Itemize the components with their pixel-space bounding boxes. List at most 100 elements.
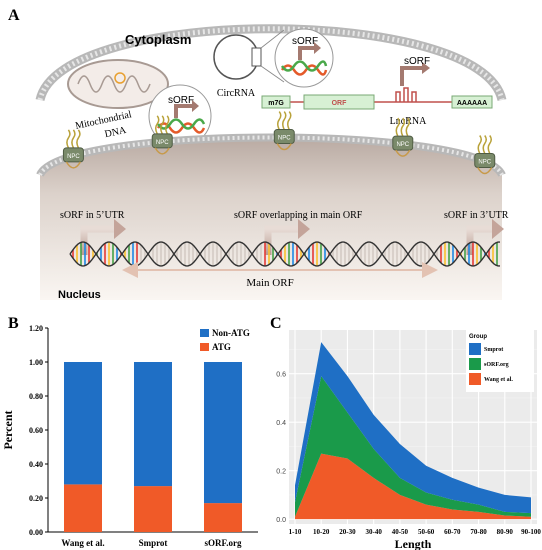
npc-filament [287,111,292,130]
npc-basket [276,143,292,151]
npc-filament [76,129,81,149]
npc-icon: NPC [62,129,84,169]
overlap-label: sORF overlapping in main ORF [234,210,363,221]
npc-icon: NPC [474,135,496,175]
c-area-smprot [295,342,531,514]
c-x-tick-label: 20-30 [339,528,356,536]
main-orf-label: Main ORF [246,277,293,289]
b-legend-label: Non-ATG [212,328,250,338]
mitochondrion-icon [67,59,169,109]
polya-label: AAAAAA [457,100,487,107]
b-bar-atg [204,503,242,532]
npc-filament [71,129,76,149]
b-y-tick-label: 0.40 [29,460,43,469]
c-x-tick-label: 30-40 [365,528,382,536]
npc-label: NPC [478,160,491,166]
cytoplasm-label: Cytoplasm [125,32,191,47]
overlap-arrow-icon [264,219,310,255]
c-x-tick-label: 90-100 [521,528,541,536]
c-x-tick-label: 50-60 [418,528,435,536]
b-legend-label: ATG [212,342,231,352]
b-bar-non-atg [204,362,242,504]
mito-label-line2: DNA [104,125,128,140]
c-x-tick-label: 10-20 [313,528,330,536]
npc-label: NPC [396,142,409,148]
panel-a-diagram: A Cytoplasm Mitochondrial DNA sORF CircR… [8,7,509,301]
b-y-tick-label: 0.20 [29,494,43,503]
orf-label: ORF [332,100,348,107]
b-y-tick-label: 1.20 [29,324,43,333]
b-bar-atg [64,484,102,532]
npc-filament [164,115,170,135]
m7g-label: m7G [268,100,284,107]
utr3-arrow-icon [466,219,504,255]
npc-filament [487,135,492,154]
c-y-tick-label: 0.4 [276,420,286,427]
c-legend-swatch [469,373,481,385]
npc-filament [66,129,71,149]
npc-body [151,133,173,149]
lncrna-sorf-label: sORF [404,56,430,67]
npc-body [62,147,84,163]
utr3-label: sORF in 3’UTR [444,210,509,221]
npc-basket [65,161,82,169]
mrna-strand [261,62,493,110]
npc-filament [395,117,401,137]
c-legend-title: Group [469,334,487,340]
dna-helix [69,241,500,267]
c-x-tick-label: 80-90 [497,528,514,536]
b-y-tick-label: 0.80 [29,392,43,401]
npc-body [392,135,414,151]
circrna-label: CircRNA [217,88,256,99]
circ-sorf-label: sORF [292,36,318,47]
npc-basket [395,149,411,157]
npc-icon: NPC [392,117,414,157]
c-y-tick-label: 0.0 [276,517,286,524]
utr5-label: sORF in 5’UTR [60,210,125,221]
npc-filament [154,115,160,135]
panel-c-letter: C [270,315,282,332]
npc-label: NPC [278,136,291,142]
panel-b-legend: Non-ATG ATG [200,328,250,352]
npc-icon: NPC [273,111,295,151]
c-legend-swatch [469,358,481,370]
npc-body [474,153,496,168]
b-y-tick-label: 0.60 [29,426,43,435]
utr5-arrow-icon [80,219,126,255]
b-legend-swatch [200,343,209,351]
npc-basket [477,167,493,175]
b-bar-atg [134,486,172,532]
npc-filament [282,111,287,130]
c-legend-label: Smprot [484,347,503,353]
c-area-wang-et-al- [295,453,531,520]
npc-filament [477,135,482,154]
c-y-tick-label: 0.2 [276,469,286,476]
b-x-tick-label: Wang et al. [61,538,104,548]
b-y-axis-label: Percent [1,410,15,449]
b-bar-non-atg [134,362,172,487]
panel-b-bars: Wang et al. Smprot sORF.org [61,362,242,548]
npc-body [273,129,295,145]
c-x-tick-label: 1-10 [289,528,302,536]
b-x-tick-label: Smprot [139,538,168,548]
c-x-tick-label: 60-70 [444,528,461,536]
lncrna-label: LncRNA [390,116,427,127]
c-legend-label: Wang et al. [484,377,513,383]
circrna-icon [213,29,285,83]
circ-sorf-bubble [274,28,334,88]
panel-a-letter: A [8,7,20,24]
c-x-tick-label: 70-80 [470,528,487,536]
nucleus-label: Nucleus [58,289,101,301]
npc-label: NPC [67,154,80,160]
c-y-tick-label: 0.6 [276,372,286,379]
b-bar-non-atg [64,362,102,485]
npc-basket [154,147,170,155]
panel-b-letter: B [8,315,19,332]
b-x-tick-label: sORF.org [205,538,242,548]
cell-membrane [35,24,507,102]
c-area-sorf-org [295,376,531,517]
